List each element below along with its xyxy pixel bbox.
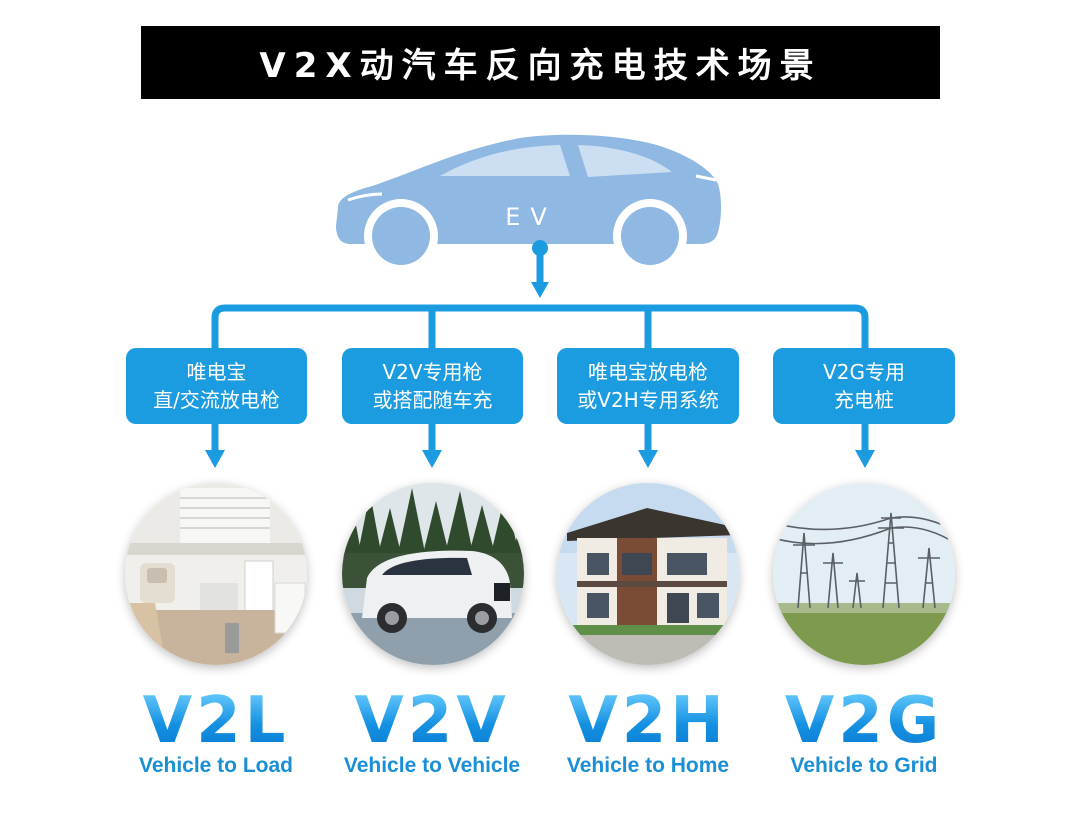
name-v2g: Vehicle to Grid	[790, 754, 938, 777]
title-bar: V2X动汽车反向充电技术场景	[141, 26, 940, 99]
method-line1: V2V专用枪	[382, 360, 483, 384]
method-line2: 充电桩	[834, 388, 894, 412]
method-box-v2g: V2G专用 充电桩	[773, 348, 955, 424]
code-v2l: V2L	[96, 688, 336, 754]
photo-mpv-charging	[342, 483, 524, 665]
method-line1: 唯电宝	[186, 360, 247, 384]
method-line2: 或搭配随车充	[372, 388, 493, 412]
method-line2: 直/交流放电枪	[153, 388, 280, 412]
arrow-heads	[205, 282, 875, 468]
method-line1: V2G专用	[823, 360, 905, 384]
code-v2g: V2G	[744, 688, 984, 754]
method-box-v2h: 唯电宝放电枪 或V2H专用系统	[557, 348, 739, 424]
photo-power-pylons	[773, 483, 955, 665]
arrow-down-icon	[531, 282, 549, 298]
method-line2: 或V2H专用系统	[577, 388, 719, 412]
arrow-down-icon	[855, 450, 875, 468]
connector-lines	[211, 248, 869, 452]
code-v2v: V2V	[312, 688, 552, 754]
photo-kitchen-appliances	[125, 483, 307, 665]
name-v2l: Vehicle to Load	[138, 754, 294, 777]
name-v2v: Vehicle to Vehicle	[343, 754, 521, 777]
method-line1: 唯电宝放电枪	[588, 360, 708, 384]
method-box-v2v: V2V专用枪 或搭配随车充	[342, 348, 523, 424]
photo-two-storey-house	[557, 483, 739, 665]
method-box-v2l: 唯电宝 直/交流放电枪	[126, 348, 307, 424]
arrow-down-icon	[638, 450, 658, 468]
name-v2h: Vehicle to Home	[566, 754, 730, 777]
car-label: EV	[505, 203, 557, 231]
arrow-down-icon	[422, 450, 442, 468]
page-title: V2X动汽车反向充电技术场景	[259, 46, 822, 86]
connector-node	[532, 240, 548, 256]
arrow-down-icon	[205, 450, 225, 468]
ev-car-icon	[336, 134, 721, 273]
code-v2h: V2H	[528, 688, 768, 754]
